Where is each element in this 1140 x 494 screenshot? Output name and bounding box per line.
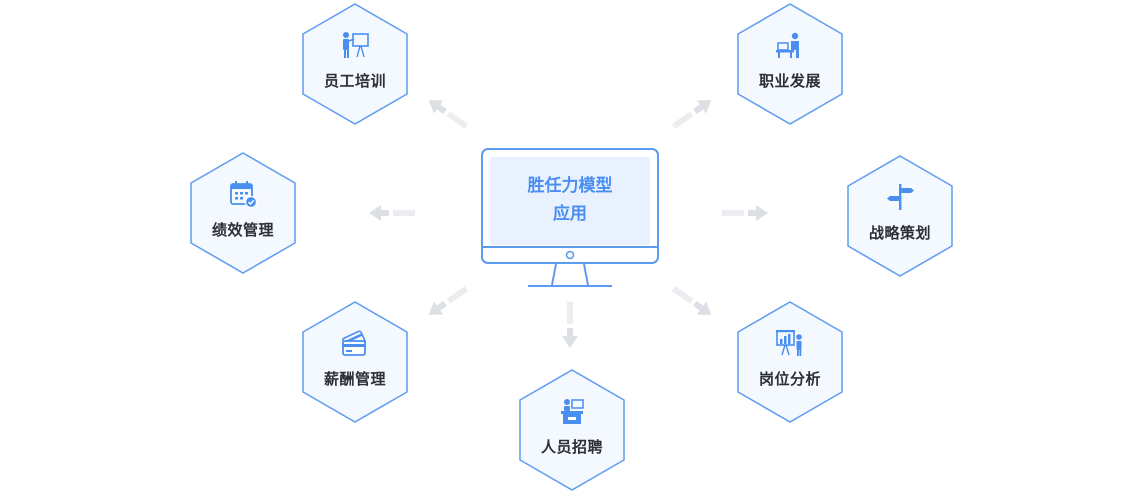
calendar-check-icon xyxy=(230,181,258,209)
arrow-to-job-analysis xyxy=(671,286,712,315)
node-label: 薪酬管理 xyxy=(323,370,386,388)
arrow-to-staff-training xyxy=(428,100,469,129)
hexagon-shape xyxy=(302,301,408,423)
center-title-line2: 应用 xyxy=(553,204,587,224)
node-label: 战略策划 xyxy=(868,224,931,242)
hexagon-shape xyxy=(737,3,843,125)
arrow-to-salary-management xyxy=(428,286,469,315)
interviewer-desk-icon xyxy=(561,399,584,424)
node-salary-management[interactable]: 薪酬管理 xyxy=(301,300,409,424)
center-title-line1: 胜任力模型 xyxy=(527,176,613,196)
node-performance-management[interactable]: 绩效管理 xyxy=(189,151,297,275)
node-label: 员工培训 xyxy=(323,72,386,90)
node-job-analysis[interactable]: 岗位分析 xyxy=(736,300,844,424)
hexagon-shape xyxy=(302,3,408,125)
arrow-to-recruitment xyxy=(562,302,578,348)
arrow-to-career-development xyxy=(671,100,712,129)
node-label: 职业发展 xyxy=(758,72,821,90)
chart-presenter-icon xyxy=(776,330,802,356)
node-label: 人员招聘 xyxy=(540,438,603,456)
node-strategic-planning[interactable]: 战略策划 xyxy=(846,154,954,278)
center-title: 胜任力模型 应用 xyxy=(490,172,650,228)
signpost-icon xyxy=(887,184,914,210)
hexagon-shape xyxy=(847,155,953,277)
arrow-to-strategic-planning xyxy=(722,205,768,221)
presenter-board-icon xyxy=(343,32,369,58)
node-staff-training[interactable]: 员工培训 xyxy=(301,2,409,126)
hexagon-shape xyxy=(737,301,843,423)
monitor-icon xyxy=(481,148,659,287)
node-career-development[interactable]: 职业发展 xyxy=(736,2,844,126)
arrow-to-performance-management xyxy=(369,205,415,221)
person-at-desk-icon xyxy=(776,32,799,58)
node-recruitment[interactable]: 人员招聘 xyxy=(518,368,626,492)
node-label: 绩效管理 xyxy=(211,221,274,239)
hexagon-shape xyxy=(519,369,625,491)
node-label: 岗位分析 xyxy=(758,370,821,388)
credit-card-icon xyxy=(341,330,366,356)
hexagon-shape xyxy=(190,152,296,274)
